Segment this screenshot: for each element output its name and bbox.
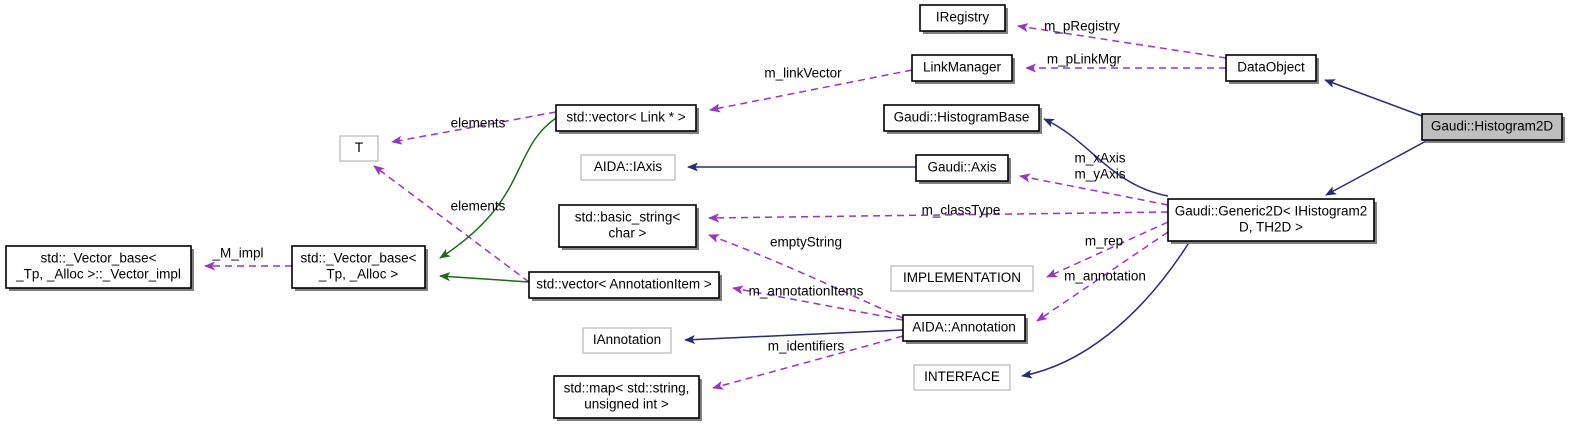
edge-m-rep — [1046, 221, 1169, 278]
node-box[interactable] — [913, 364, 1011, 391]
edge-labels-layer: m_pRegistry m_pLinkMgr m_linkVectorelement… — [211, 19, 1145, 354]
node-label: Gaudi::Histogram2D — [1431, 119, 1554, 134]
node-box[interactable] — [1421, 113, 1563, 141]
node-label: IAnnotation — [593, 332, 661, 347]
edge-inherit-annotation — [684, 329, 904, 345]
edge-elements-link — [391, 111, 557, 145]
node-box[interactable] — [911, 54, 1013, 82]
edge-label-e-identifiers: m_identifiers — [768, 339, 845, 354]
node-label: Gaudi::HistogramBase — [894, 110, 1030, 125]
edge-m-identifiers — [712, 335, 904, 390]
edges-layer — [204, 23, 1429, 390]
node-t[interactable]: T — [339, 135, 379, 162]
node-box[interactable] — [555, 104, 697, 132]
node-implementation[interactable]: IMPLEMENTATION — [890, 265, 1034, 292]
edge-label-e-annotitems: m_annotationItems — [749, 284, 864, 299]
node-basicstring[interactable]: std::basic_string<char > — [558, 204, 699, 250]
node-vectorannotation[interactable]: std::vector< AnnotationItem > — [528, 271, 722, 301]
node-box[interactable] — [1167, 198, 1375, 242]
edge-m-annotationItems — [732, 285, 904, 321]
node-label: std::map< std::string, — [564, 381, 690, 396]
node-label: unsigned int > — [584, 397, 669, 412]
node-box[interactable] — [553, 375, 700, 419]
node-box[interactable] — [528, 271, 720, 299]
edge-label-e-xyaxis: m_yAxis — [1074, 167, 1125, 182]
edge-inherit-dataobject — [1324, 79, 1423, 117]
edge-label-e-linkvector: m_linkVector — [764, 66, 842, 81]
edge-label-e-xyaxis: m_xAxis — [1074, 151, 1125, 166]
node-box[interactable] — [919, 4, 1006, 32]
edge-template-vectorlink — [439, 117, 557, 259]
node-linkmanager[interactable]: LinkManager — [911, 54, 1015, 84]
node-label: IRegistry — [936, 10, 990, 25]
node-vectorbaseimpl[interactable]: std::_Vector_base<_Tp, _Alloc >::_Vector… — [5, 245, 194, 291]
node-label: LinkManager — [923, 60, 1002, 75]
edge-elements-annotationitem — [373, 165, 530, 283]
node-box[interactable] — [580, 154, 676, 181]
node-label: AIDA::Annotation — [912, 320, 1016, 335]
node-label: T — [355, 140, 363, 155]
node-vectorlink[interactable]: std::vector< Link * > — [555, 104, 699, 134]
node-label: IMPLEMENTATION — [903, 270, 1021, 285]
edge-label-e-plinkmgr: m_pLinkMgr — [1047, 52, 1122, 67]
node-box[interactable] — [902, 314, 1026, 342]
node-box[interactable] — [5, 245, 192, 289]
node-label: D, TH2D > — [1239, 220, 1303, 235]
node-label: std::_Vector_base< — [301, 251, 417, 266]
edge-emptyString — [708, 234, 904, 319]
node-label: char > — [609, 226, 647, 241]
node-iannotation[interactable]: IAnnotation — [582, 327, 672, 354]
node-vectorbase[interactable]: std::_Vector_base<_Tp, _Alloc > — [291, 245, 428, 291]
node-histogrambase[interactable]: Gaudi::HistogramBase — [883, 104, 1042, 134]
node-box[interactable] — [890, 265, 1034, 292]
node-dataobject[interactable]: DataObject — [1225, 54, 1319, 84]
edge-label-e-elements-2: elements — [451, 199, 506, 214]
edge-label-e-emptystring: emptyString — [770, 235, 842, 250]
node-label: INTERFACE — [924, 369, 1000, 384]
node-iregistry[interactable]: IRegistry — [919, 4, 1008, 34]
node-label: _Tp, _Alloc > — [318, 267, 398, 282]
node-histogram2d[interactable]: Gaudi::Histogram2D — [1421, 113, 1565, 143]
edge-label-e-classtype: m_classType — [922, 203, 1001, 218]
node-box[interactable] — [1225, 54, 1317, 82]
edge-inherit-interface — [1021, 240, 1191, 379]
edge-label-e-annotation: m_annotation — [1064, 269, 1146, 284]
node-box[interactable] — [883, 104, 1040, 132]
edge-label-e-elements-1: elements — [451, 116, 506, 131]
node-box[interactable] — [291, 245, 426, 289]
edge-label-e-rep: m_rep — [1085, 234, 1123, 249]
node-box[interactable] — [339, 135, 379, 162]
edge-label-e-pregistry: m_pRegistry — [1044, 19, 1120, 34]
node-label: _Tp, _Alloc >::_Vector_impl — [15, 267, 181, 282]
node-box[interactable] — [915, 154, 1009, 182]
node-label: Gaudi::Generic2D< IHistogram2 — [1175, 204, 1367, 219]
node-label: std::vector< Link * > — [566, 110, 685, 125]
node-label: std::vector< AnnotationItem > — [536, 277, 712, 292]
edge-m-linkVector — [709, 69, 913, 113]
edge-m-xyAxis — [1019, 173, 1169, 206]
node-aidaannotation[interactable]: AIDA::Annotation — [902, 314, 1028, 344]
edge-inherit-histogrambase — [1043, 118, 1169, 197]
node-box[interactable] — [582, 327, 672, 354]
node-label: AIDA::IAxis — [594, 159, 663, 174]
node-aidaiaxis[interactable]: AIDA::IAxis — [580, 154, 676, 181]
node-interface[interactable]: INTERFACE — [913, 364, 1011, 391]
edge-template-vectorannotation — [439, 272, 530, 283]
edge-m-annotation — [1036, 231, 1169, 322]
node-stdmap[interactable]: std::map< std::string,unsigned int > — [553, 375, 702, 421]
node-gaudiaxis[interactable]: Gaudi::Axis — [915, 154, 1011, 184]
node-box[interactable] — [558, 204, 697, 248]
node-label: DataObject — [1237, 60, 1305, 75]
node-label: std::basic_string< — [575, 210, 681, 225]
node-label: std::_Vector_base< — [41, 251, 157, 266]
node-label: Gaudi::Axis — [927, 160, 996, 175]
edge-m-classType — [708, 211, 1169, 223]
edge-label-e-mimpl: _M_impl — [211, 246, 263, 261]
edge-inherit-generic2d — [1325, 139, 1429, 196]
